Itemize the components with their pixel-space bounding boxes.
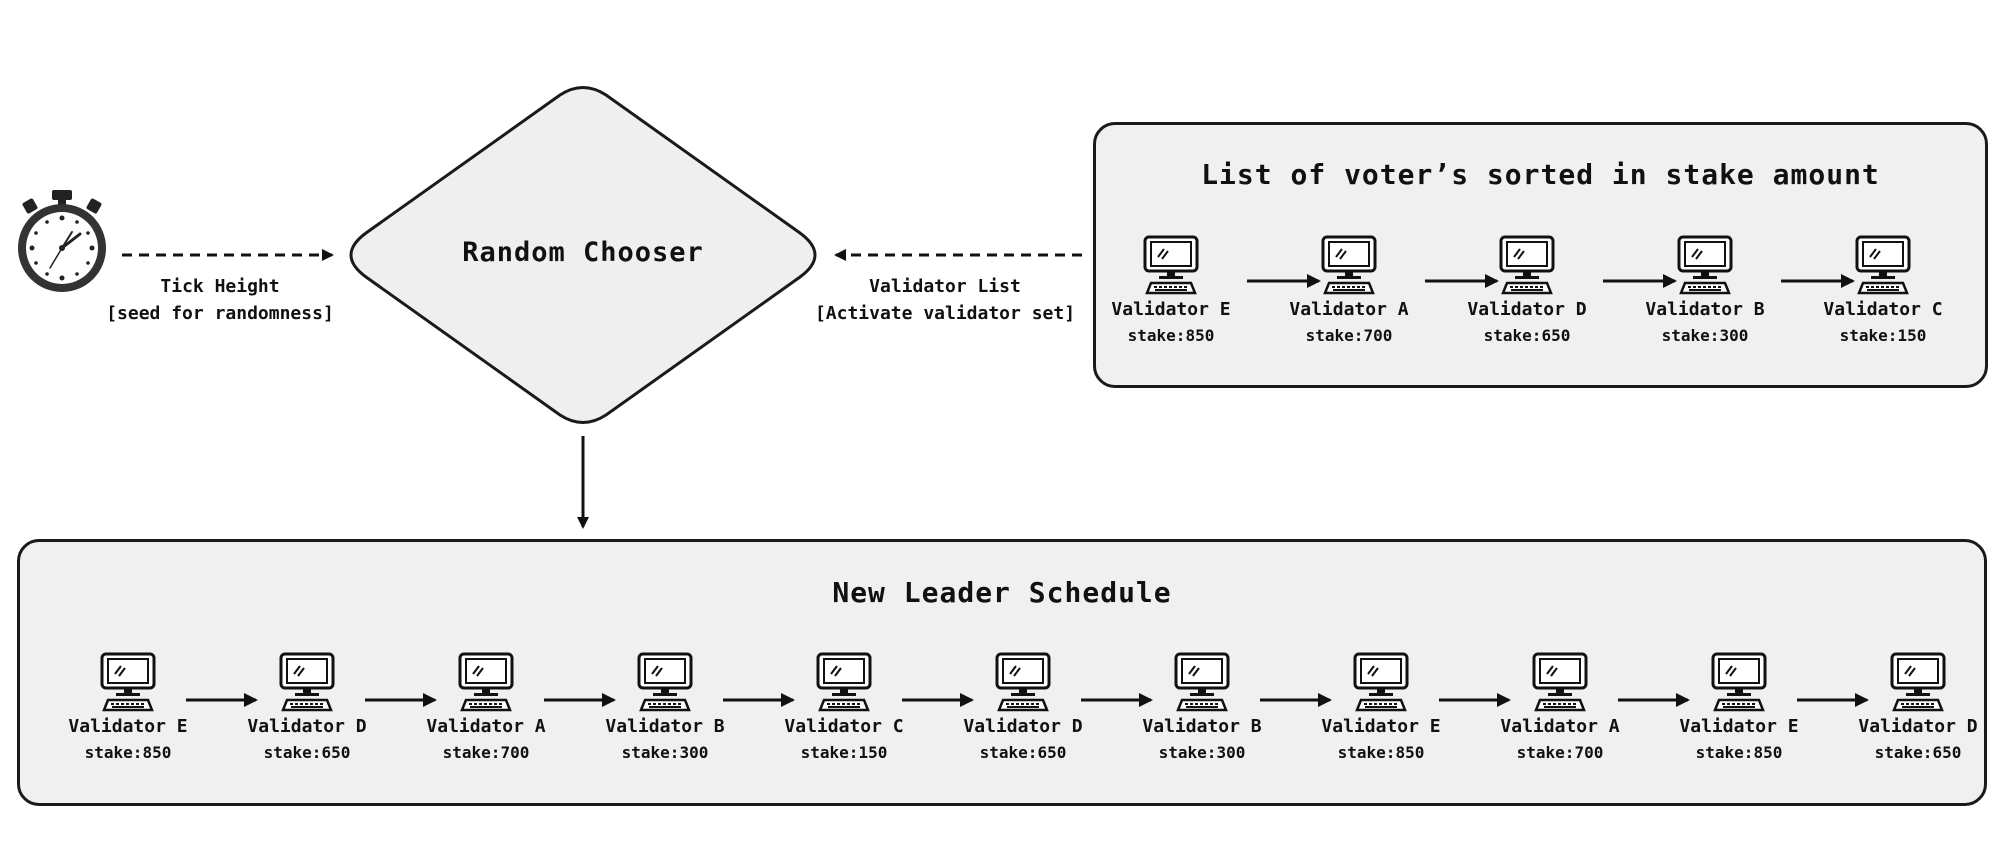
validator-stake: stake:150 bbox=[1839, 326, 1927, 345]
validator-stake: stake:650 bbox=[979, 743, 1067, 762]
tick-height-line1: Tick Height bbox=[160, 276, 280, 297]
computer-icon bbox=[995, 652, 1051, 712]
sorted-validator-node: Validator C stake:150 bbox=[1808, 235, 1958, 345]
schedule-validator-node: Validator D stake:650 bbox=[1843, 652, 1993, 762]
stopwatch-icon bbox=[18, 190, 106, 292]
random-chooser-label: Random Chooser bbox=[462, 237, 704, 268]
random-chooser-shape bbox=[349, 86, 817, 424]
validator-list-line2: [Activate validator set] bbox=[814, 303, 1076, 324]
validator-name: Validator C bbox=[1823, 299, 1943, 320]
computer-icon bbox=[279, 652, 335, 712]
computer-icon bbox=[1890, 652, 1946, 712]
validator-name: Validator A bbox=[1500, 716, 1620, 737]
validator-name: Validator D bbox=[1467, 299, 1587, 320]
sorted-chain-arrows bbox=[1247, 274, 1855, 288]
validator-name: Validator D bbox=[963, 716, 1083, 737]
validator-list-label: Validator List [Activate validator set] bbox=[800, 273, 1090, 327]
validator-name: Validator A bbox=[1289, 299, 1409, 320]
schedule-validator-node: Validator E stake:850 bbox=[1306, 652, 1456, 762]
computer-icon bbox=[637, 652, 693, 712]
computer-icon bbox=[1532, 652, 1588, 712]
computer-icon bbox=[1711, 652, 1767, 712]
sorted-validator-node: Validator A stake:700 bbox=[1274, 235, 1424, 345]
schedule-validator-node: Validator B stake:300 bbox=[590, 652, 740, 762]
computer-icon bbox=[1855, 235, 1911, 295]
validator-stake: stake:850 bbox=[84, 743, 172, 762]
validator-stake: stake:650 bbox=[263, 743, 351, 762]
validator-stake: stake:300 bbox=[1158, 743, 1246, 762]
computer-icon bbox=[1499, 235, 1555, 295]
validator-name: Validator C bbox=[784, 716, 904, 737]
computer-icon bbox=[1677, 235, 1733, 295]
leader-schedule-panel: New Leader Schedule Validator E stake:850… bbox=[17, 539, 1987, 806]
schedule-validator-node: Validator A stake:700 bbox=[1485, 652, 1635, 762]
sorted-validators-panel: List of voter’s sorted in stake amount V… bbox=[1093, 122, 1988, 388]
schedule-validator-node: Validator B stake:300 bbox=[1127, 652, 1277, 762]
validator-stake: stake:700 bbox=[1305, 326, 1393, 345]
validator-name: Validator B bbox=[1142, 716, 1262, 737]
schedule-validator-node: Validator D stake:650 bbox=[232, 652, 382, 762]
schedule-validator-node: Validator E stake:850 bbox=[1664, 652, 1814, 762]
computer-icon bbox=[1353, 652, 1409, 712]
schedule-validator-node: Validator A stake:700 bbox=[411, 652, 561, 762]
validator-stake: stake:700 bbox=[442, 743, 530, 762]
computer-icon bbox=[1143, 235, 1199, 295]
tick-height-line2: [seed for randomness] bbox=[106, 303, 334, 324]
sorted-validator-node: Validator B stake:300 bbox=[1630, 235, 1780, 345]
schedule-validator-node: Validator C stake:150 bbox=[769, 652, 919, 762]
tick-height-label: Tick Height [seed for randomness] bbox=[94, 273, 346, 327]
validator-name: Validator D bbox=[247, 716, 367, 737]
sorted-validator-node: Validator D stake:650 bbox=[1452, 235, 1602, 345]
validator-stake: stake:650 bbox=[1874, 743, 1962, 762]
computer-icon bbox=[816, 652, 872, 712]
validator-name: Validator B bbox=[605, 716, 725, 737]
schedule-validator-node: Validator E stake:850 bbox=[53, 652, 203, 762]
validator-stake: stake:300 bbox=[1661, 326, 1749, 345]
validator-name: Validator E bbox=[1679, 716, 1799, 737]
computer-icon bbox=[1174, 652, 1230, 712]
validator-stake: stake:850 bbox=[1337, 743, 1425, 762]
validator-name: Validator E bbox=[1321, 716, 1441, 737]
computer-icon bbox=[1321, 235, 1377, 295]
validator-stake: stake:850 bbox=[1695, 743, 1783, 762]
schedule-panel-title: New Leader Schedule bbox=[832, 576, 1172, 609]
sorted-validator-node: Validator E stake:850 bbox=[1096, 235, 1246, 345]
validator-name: Validator B bbox=[1645, 299, 1765, 320]
schedule-chain-arrows bbox=[186, 693, 1869, 707]
validator-name: Validator A bbox=[426, 716, 546, 737]
validator-stake: stake:150 bbox=[800, 743, 888, 762]
validator-stake: stake:650 bbox=[1483, 326, 1571, 345]
schedule-validator-node: Validator D stake:650 bbox=[948, 652, 1098, 762]
validator-stake: stake:850 bbox=[1127, 326, 1215, 345]
validator-name: Validator D bbox=[1858, 716, 1978, 737]
validator-name: Validator E bbox=[68, 716, 188, 737]
computer-icon bbox=[458, 652, 514, 712]
validator-stake: stake:300 bbox=[621, 743, 709, 762]
sorted-panel-title: List of voter’s sorted in stake amount bbox=[1201, 158, 1880, 191]
computer-icon bbox=[100, 652, 156, 712]
validator-list-line1: Validator List bbox=[869, 276, 1021, 297]
validator-name: Validator E bbox=[1111, 299, 1231, 320]
validator-stake: stake:700 bbox=[1516, 743, 1604, 762]
